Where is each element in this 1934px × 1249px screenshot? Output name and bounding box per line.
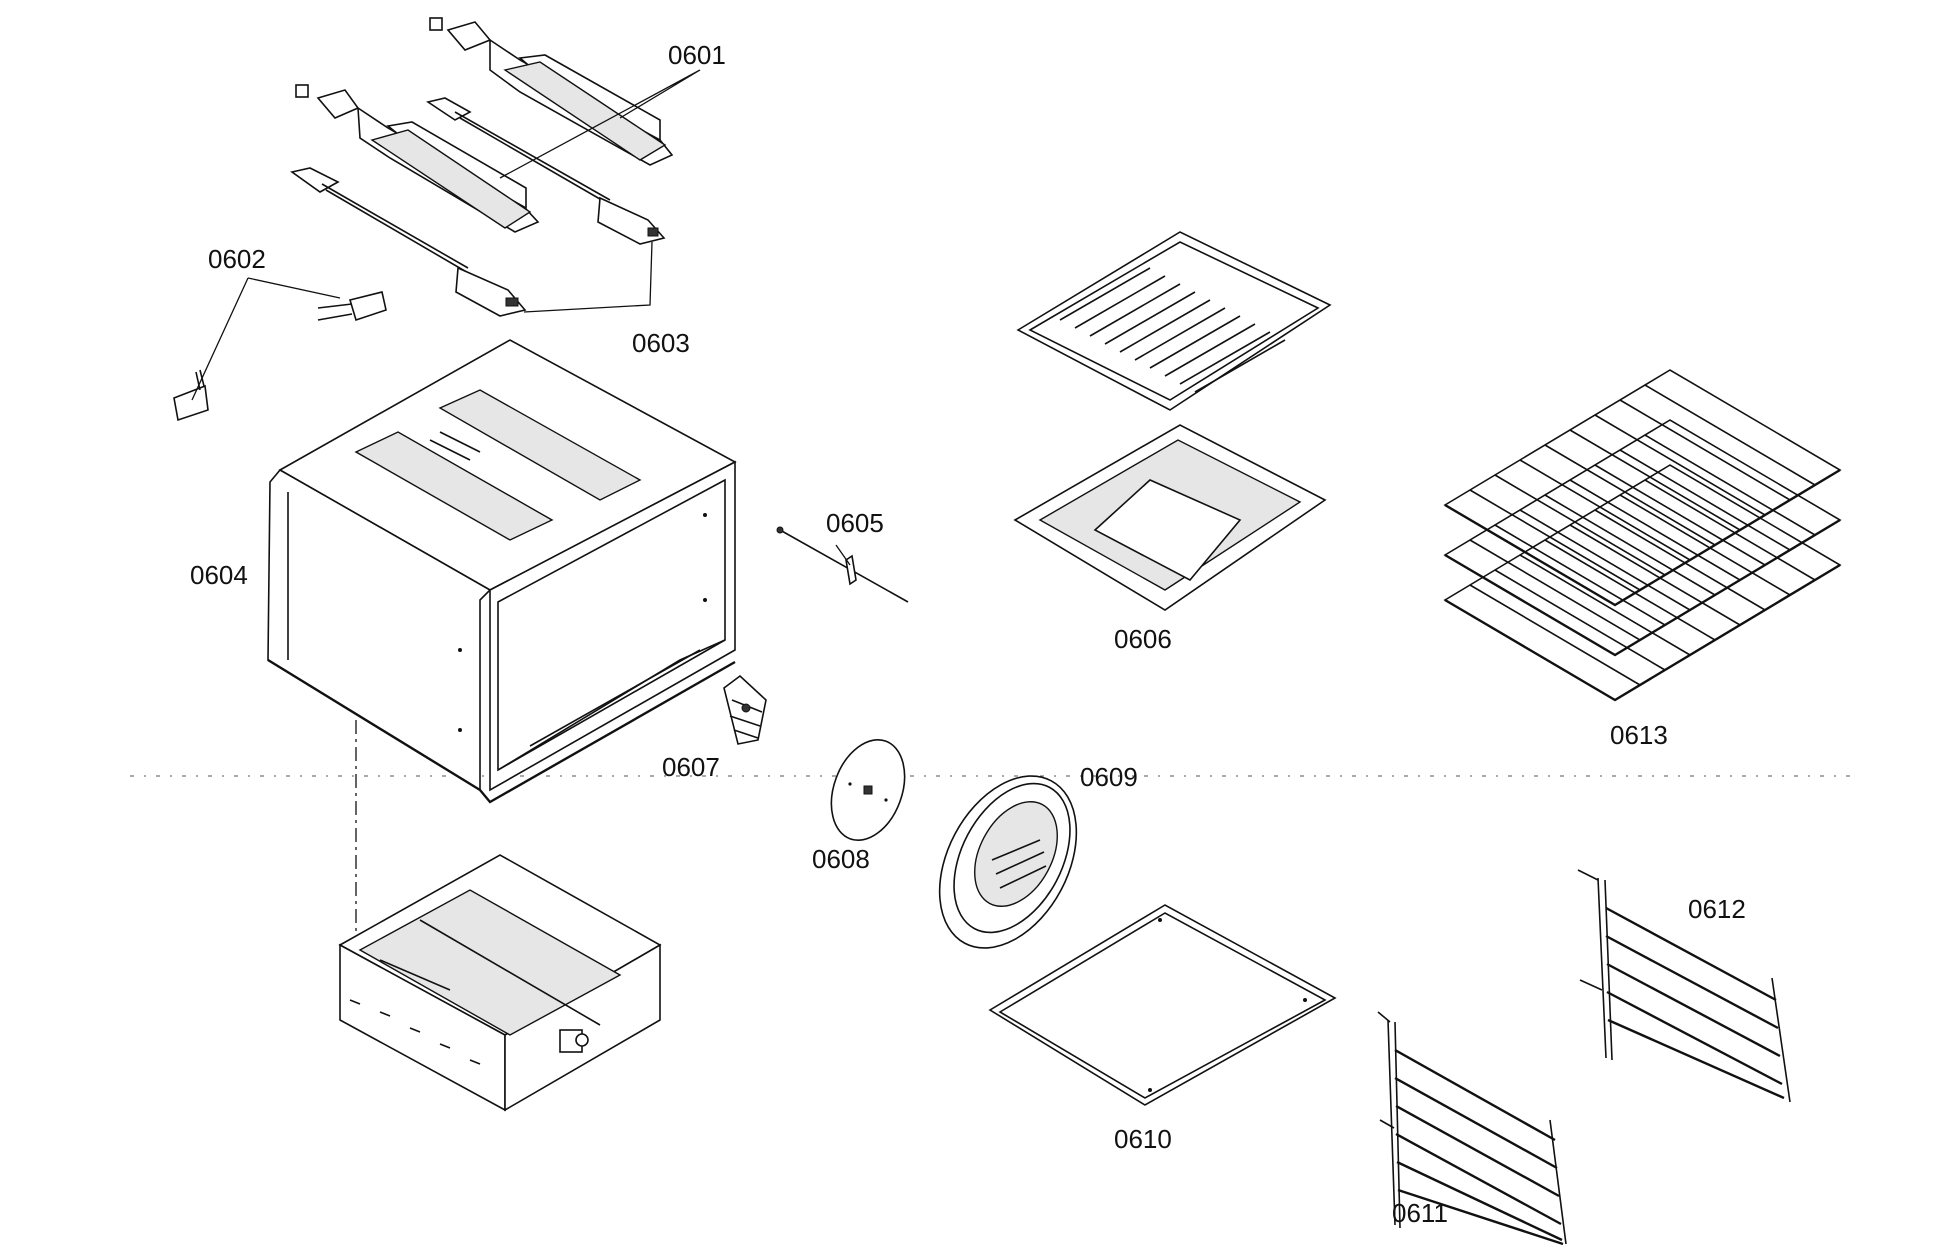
part-0609-drawing[interactable] [912, 753, 1104, 972]
leader-0601 [499, 69, 701, 179]
part-0603-drawing[interactable] [290, 97, 666, 317]
label-0606: 0606 [1114, 624, 1172, 654]
leader-0603 [523, 241, 653, 313]
part-0613-drawing[interactable] [1443, 369, 1842, 702]
leader-0605 [835, 544, 851, 566]
part-0612-drawing[interactable] [1577, 869, 1791, 1103]
label-0610: 0610 [1114, 1124, 1172, 1154]
label-0604: 0604 [190, 560, 248, 590]
part-0611-drawing[interactable] [1377, 1011, 1567, 1246]
label-0609: 0609 [1080, 762, 1138, 792]
label-0611: 0611 [1392, 1198, 1448, 1228]
label-0605: 0605 [826, 508, 884, 538]
part-0601-drawing[interactable] [295, 17, 674, 233]
lower-chassis-drawing [338, 854, 662, 1112]
label-0607: 0607 [662, 752, 720, 782]
label-0608: 0608 [812, 844, 870, 874]
leader-0602 [191, 277, 341, 401]
part-0602-drawing[interactable] [173, 291, 387, 422]
label-0601: 0601 [668, 40, 726, 70]
label-0602: 0602 [208, 244, 266, 274]
part-0606-drawing[interactable] [1013, 231, 1332, 611]
part-0605-drawing[interactable] [776, 526, 909, 603]
part-0610-drawing[interactable] [988, 904, 1337, 1106]
label-0603: 0603 [632, 328, 690, 358]
part-0608-drawing[interactable] [818, 730, 917, 851]
part-0607-drawing[interactable] [723, 674, 767, 745]
label-0612: 0612 [1688, 894, 1746, 924]
part-0604-drawing[interactable] [267, 339, 737, 804]
label-0613: 0613 [1610, 720, 1668, 750]
